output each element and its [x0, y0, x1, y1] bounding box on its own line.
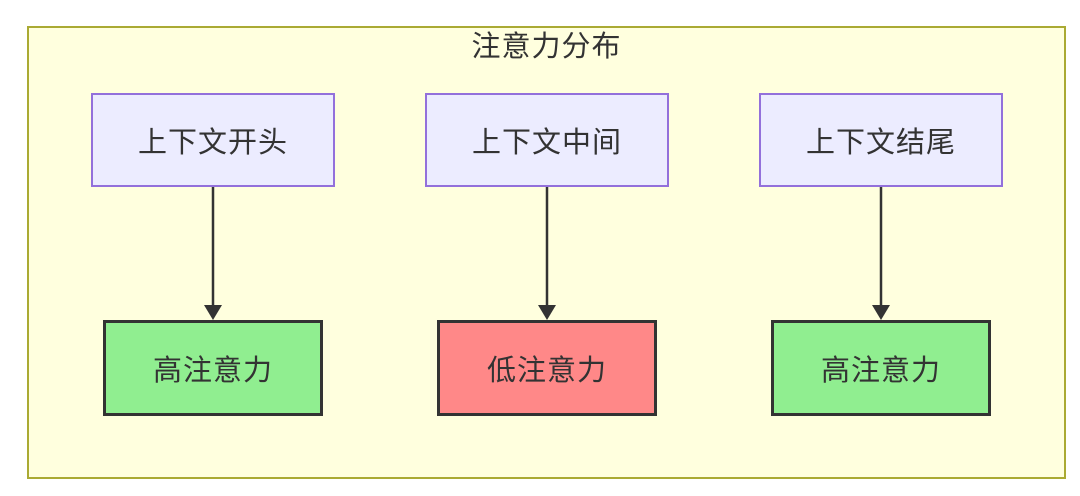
node-high-attention-right-label: 高注意力 [820, 355, 941, 387]
node-high-attention-left: 高注意力 [103, 320, 323, 416]
node-context-middle-label: 上下文中间 [471, 127, 622, 159]
node-low-attention: 低注意力 [437, 320, 657, 416]
node-context-end-label: 上下文结尾 [805, 127, 956, 159]
node-context-end: 上下文结尾 [759, 93, 1003, 187]
node-context-start-label: 上下文开头 [137, 127, 288, 159]
node-low-attention-label: 低注意力 [486, 355, 607, 387]
node-context-start: 上下文开头 [91, 93, 335, 187]
arrow-context-start-to-high-attention [204, 187, 222, 320]
node-context-middle: 上下文中间 [425, 93, 669, 187]
diagram-title: 注意力分布 [471, 31, 622, 63]
arrow-context-end-to-high-attention [872, 187, 890, 320]
node-high-attention-left-label: 高注意力 [152, 355, 273, 387]
node-high-attention-right: 高注意力 [771, 320, 991, 416]
arrow-context-middle-to-low-attention [538, 187, 556, 320]
